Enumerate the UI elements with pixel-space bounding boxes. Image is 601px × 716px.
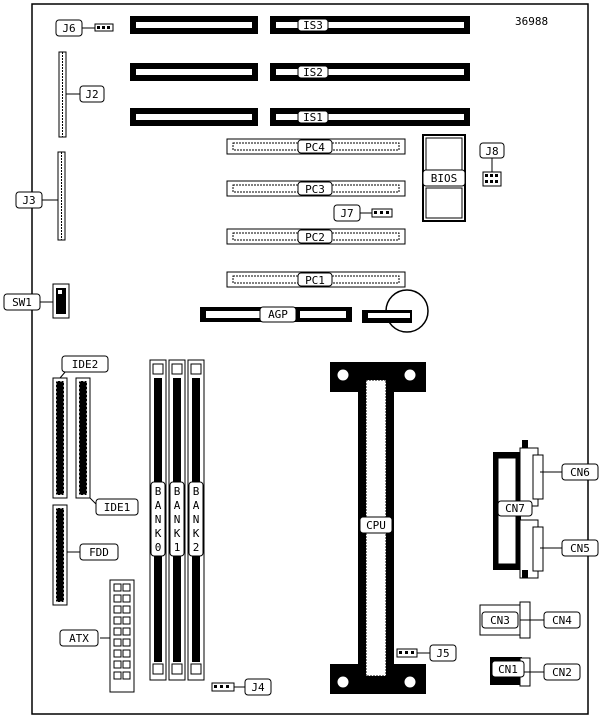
document-id: 36988 bbox=[515, 15, 548, 28]
svg-text:B: B bbox=[155, 485, 162, 498]
svg-text:B: B bbox=[193, 485, 200, 498]
header-j6 bbox=[94, 23, 114, 32]
svg-text:IDE2: IDE2 bbox=[72, 358, 99, 371]
svg-text:J3: J3 bbox=[22, 194, 35, 207]
svg-text:1: 1 bbox=[174, 541, 181, 554]
label-fdd: FDD bbox=[79, 543, 119, 561]
label-j8: J8 bbox=[479, 142, 505, 159]
svg-text:IDE1: IDE1 bbox=[104, 501, 131, 514]
header-j8 bbox=[482, 171, 502, 187]
label-is3: IS3 bbox=[297, 18, 329, 32]
svg-text:N: N bbox=[193, 513, 200, 526]
label-is2: IS2 bbox=[297, 65, 329, 79]
atx-power-connector bbox=[109, 579, 135, 693]
label-ide2: IDE2 bbox=[61, 355, 109, 373]
svg-text:FDD: FDD bbox=[89, 546, 109, 559]
svg-text:0: 0 bbox=[155, 541, 162, 554]
svg-text:ATX: ATX bbox=[69, 632, 89, 645]
label-bank0: B A N K 0 bbox=[150, 481, 166, 557]
label-cn5: CN5 bbox=[561, 539, 599, 557]
isa-slots bbox=[130, 16, 470, 126]
label-ide1: IDE1 bbox=[95, 498, 139, 516]
label-j3: J3 bbox=[15, 191, 43, 209]
svg-text:BIOS: BIOS bbox=[431, 172, 458, 185]
svg-text:A: A bbox=[155, 499, 162, 512]
svg-text:PC2: PC2 bbox=[305, 231, 325, 244]
label-j6: J6 bbox=[55, 19, 83, 37]
svg-text:IS1: IS1 bbox=[303, 111, 323, 124]
label-j5: J5 bbox=[429, 644, 457, 662]
svg-text:PC3: PC3 bbox=[305, 183, 325, 196]
svg-text:K: K bbox=[155, 527, 162, 540]
svg-text:K: K bbox=[174, 527, 181, 540]
label-cn1: CN1 bbox=[491, 660, 525, 678]
svg-text:CN6: CN6 bbox=[570, 466, 590, 479]
label-cn6: CN6 bbox=[561, 463, 599, 481]
svg-text:PC1: PC1 bbox=[305, 274, 325, 287]
svg-text:CN3: CN3 bbox=[490, 614, 510, 627]
label-cn7: CN7 bbox=[497, 500, 533, 517]
svg-text:N: N bbox=[155, 513, 162, 526]
fdd-connector bbox=[52, 504, 68, 606]
label-pc1: PC1 bbox=[297, 272, 333, 287]
label-pc3: PC3 bbox=[297, 181, 333, 196]
svg-text:J4: J4 bbox=[251, 681, 265, 694]
label-sw1: SW1 bbox=[3, 293, 41, 311]
svg-text:N: N bbox=[174, 513, 181, 526]
svg-text:CN5: CN5 bbox=[570, 542, 590, 555]
header-j7 bbox=[371, 208, 393, 218]
svg-text:AGP: AGP bbox=[268, 308, 288, 321]
label-j4: J4 bbox=[244, 678, 272, 696]
header-j4 bbox=[211, 682, 235, 692]
svg-text:A: A bbox=[193, 499, 200, 512]
svg-text:2: 2 bbox=[193, 541, 200, 554]
svg-text:CPU: CPU bbox=[366, 519, 386, 532]
header-j3 bbox=[57, 151, 66, 241]
svg-text:PC4: PC4 bbox=[305, 141, 325, 154]
svg-text:CN7: CN7 bbox=[505, 502, 525, 515]
label-cn2: CN2 bbox=[543, 663, 581, 681]
label-bank1: B A N K 1 bbox=[169, 481, 185, 557]
svg-text:A: A bbox=[174, 499, 181, 512]
label-bios: BIOS bbox=[422, 169, 466, 187]
ide2-connector bbox=[52, 377, 68, 499]
label-cn4: CN4 bbox=[543, 611, 581, 629]
dip-switch-sw1 bbox=[52, 283, 70, 319]
svg-text:SW1: SW1 bbox=[12, 296, 32, 309]
label-pc4: PC4 bbox=[297, 139, 333, 154]
svg-text:J8: J8 bbox=[485, 145, 498, 158]
svg-text:CN4: CN4 bbox=[552, 614, 572, 627]
svg-text:K: K bbox=[193, 527, 200, 540]
svg-text:J2: J2 bbox=[85, 88, 98, 101]
svg-text:IS2: IS2 bbox=[303, 66, 323, 79]
bios-chip bbox=[422, 134, 466, 222]
battery bbox=[362, 289, 429, 333]
svg-text:J5: J5 bbox=[436, 647, 449, 660]
label-agp: AGP bbox=[259, 306, 297, 323]
ide1-connector bbox=[75, 377, 91, 499]
label-j7: J7 bbox=[333, 204, 361, 222]
label-atx: ATX bbox=[59, 629, 99, 647]
svg-text:CN1: CN1 bbox=[498, 663, 518, 676]
header-j2 bbox=[58, 51, 67, 138]
svg-text:J6: J6 bbox=[62, 22, 75, 35]
label-cpu: CPU bbox=[359, 516, 393, 534]
svg-text:CN2: CN2 bbox=[552, 666, 572, 679]
label-is1: IS1 bbox=[297, 110, 329, 124]
label-bank2: B A N K 2 bbox=[188, 481, 204, 557]
header-j5 bbox=[396, 648, 418, 658]
svg-text:J7: J7 bbox=[340, 207, 353, 220]
label-cn3: CN3 bbox=[481, 611, 519, 629]
svg-text:IS3: IS3 bbox=[303, 19, 323, 32]
label-pc2: PC2 bbox=[297, 229, 333, 244]
svg-text:B: B bbox=[174, 485, 181, 498]
label-j2: J2 bbox=[79, 85, 105, 103]
